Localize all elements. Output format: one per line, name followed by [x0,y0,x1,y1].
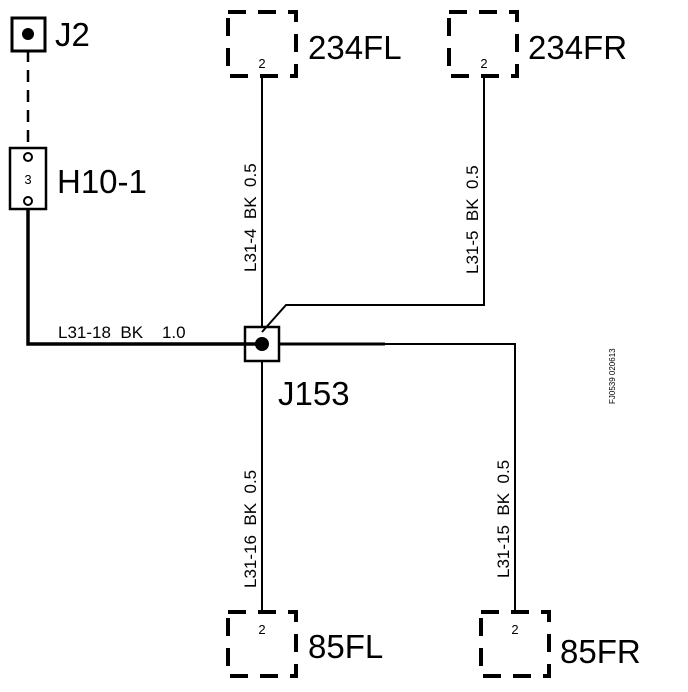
j153-box [243,325,281,363]
c85fl-pin: 2 [258,622,265,637]
c234fl-box [226,10,298,78]
h10-label: H10-1 [57,163,147,200]
c234fr-label: 234FR [528,29,627,66]
wire-label-l31-16: L31-16 BK 0.5 [241,470,260,588]
h10-pin: 3 [24,172,31,187]
wire-l31-15 [385,343,516,612]
j153-dot [255,337,269,351]
wire-label-l31-5: L31-5 BK 0.5 [463,165,482,274]
j2-label: J2 [55,16,90,53]
connector-j2: J2 [10,16,90,53]
c85fr-box [479,610,551,678]
wire-label-l31-4: L31-4 BK 0.5 [241,163,260,272]
c85fl-label: 85FL [308,628,383,665]
c234fl-pin: 2 [258,56,265,71]
c85fl-box [226,610,298,678]
h10-top-terminal [23,152,33,162]
c85fr-label: 85FR [560,633,641,670]
wire-l31-18 [26,209,262,346]
connector-h10-1: 3 H10-1 [8,146,147,211]
h10-bottom-terminal [23,196,33,206]
connector-85fl: 2 85FL [226,610,383,678]
c234fr-pin: 2 [480,56,487,71]
connector-85fr: 2 85FR [479,610,641,678]
connector-234fr: 2 234FR [447,10,627,78]
c234fl-label: 234FL [308,29,402,66]
j153-label: J153 [278,375,350,412]
figure-code: FJ0539 020613 [608,348,617,404]
wire-label-l31-18: L31-18 BK 1.0 [58,323,186,342]
j2-dot [22,28,34,40]
c85fr-pin: 2 [511,622,518,637]
splice-j153: J153 [243,325,350,412]
connector-234fl: 2 234FL [226,10,402,78]
wire-label-l31-15: L31-15 BK 0.5 [494,460,513,578]
wires [26,50,516,612]
wire-l31-5 [261,78,485,333]
c234fr-box [447,10,519,78]
